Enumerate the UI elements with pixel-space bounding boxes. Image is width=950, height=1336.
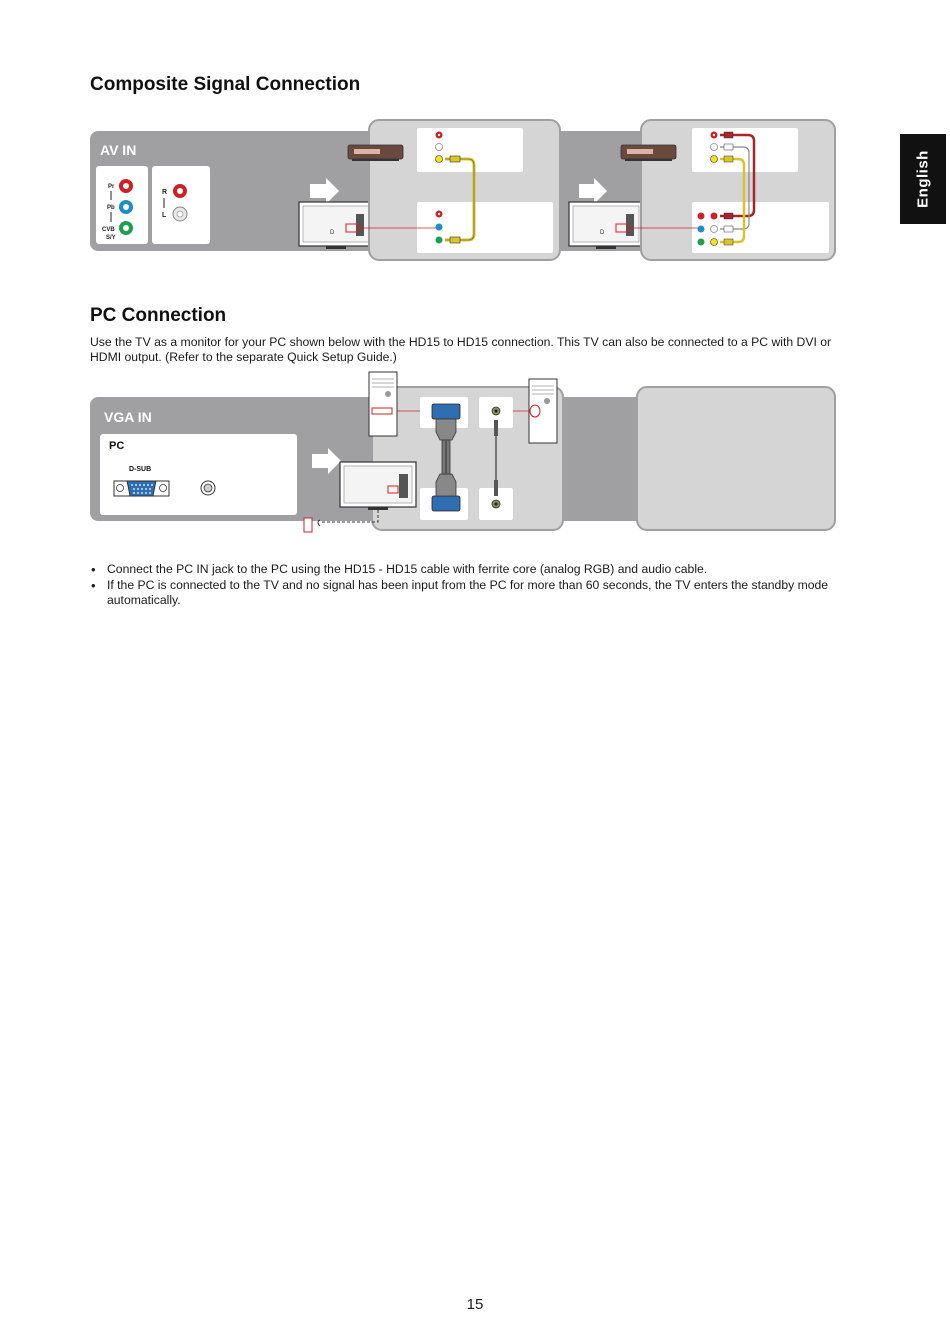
tv-icon: D [568,201,644,249]
bullet-icon: • [91,578,96,593]
arrow-icon [312,448,341,474]
list-item: • If the PC is connected to the TV and no… [90,578,837,608]
arrow-icon [579,178,607,204]
pc-detail-panel [371,386,564,531]
pc-tower-icon [368,371,423,437]
pc-box-title: PC [109,440,124,452]
tv-icon [339,461,417,510]
audio-cable [491,406,501,509]
list-item: • Connect the PC IN jack to the PC using … [90,562,837,577]
note-text: If the PC is connected to the TV and no … [107,578,829,607]
audio-jack-box: R L [152,166,210,244]
pc-intro-text: Use the TV as a monitor for your PC show… [90,335,832,364]
jack-label-l: L [162,212,167,219]
vga-port-icon [113,480,170,497]
composite-connection-diagram: AV IN Pr Pb CVB S/Y R L [88,118,840,264]
jack-label-pr: Pr [108,184,115,190]
audio-cable-red [720,133,756,218]
pc-section-title: PC Connection [90,305,227,326]
jack-label-cvbs: CVB [102,227,115,233]
language-tab: English [900,134,946,224]
pc-empty-panel [636,386,836,531]
tv-mark: D [330,230,335,236]
audio-port-icon [200,480,216,496]
pc-tower-icon [511,378,558,444]
pc-notes-list: • Connect the PC IN jack to the PC using … [90,562,837,609]
composite-section-title: Composite Signal Connection [90,74,361,95]
vcr-device-icon [620,144,677,161]
vga-in-label: VGA IN [104,409,152,425]
av-in-label: AV IN [100,142,136,158]
bullet-icon: • [91,562,96,577]
component-jack-box: Pr Pb CVB S/Y [96,166,148,244]
jack-label-sy: S/Y [106,235,116,241]
vcr-device-icon [347,144,404,161]
jack-label-r: R [162,189,167,196]
tv-icon: D [298,201,374,249]
arrow-icon [310,178,339,204]
page-number: 15 [466,1296,484,1313]
note-text: Connect the PC IN jack to the PC using t… [107,562,708,576]
video-cable-yellow [720,157,746,244]
language-tab-label: English [914,150,932,208]
jack-label-pb: Pb [107,205,115,211]
power-cord-icon [303,510,379,533]
pc-connection-diagram: VGA IN PC D-SUB [88,370,840,538]
vga-cable [431,403,461,512]
dsub-label: D-SUB [129,466,151,473]
pc-jack-box: PC D-SUB [100,434,297,515]
audio-cable-white [720,146,750,230]
tv-mark: D [600,230,605,236]
